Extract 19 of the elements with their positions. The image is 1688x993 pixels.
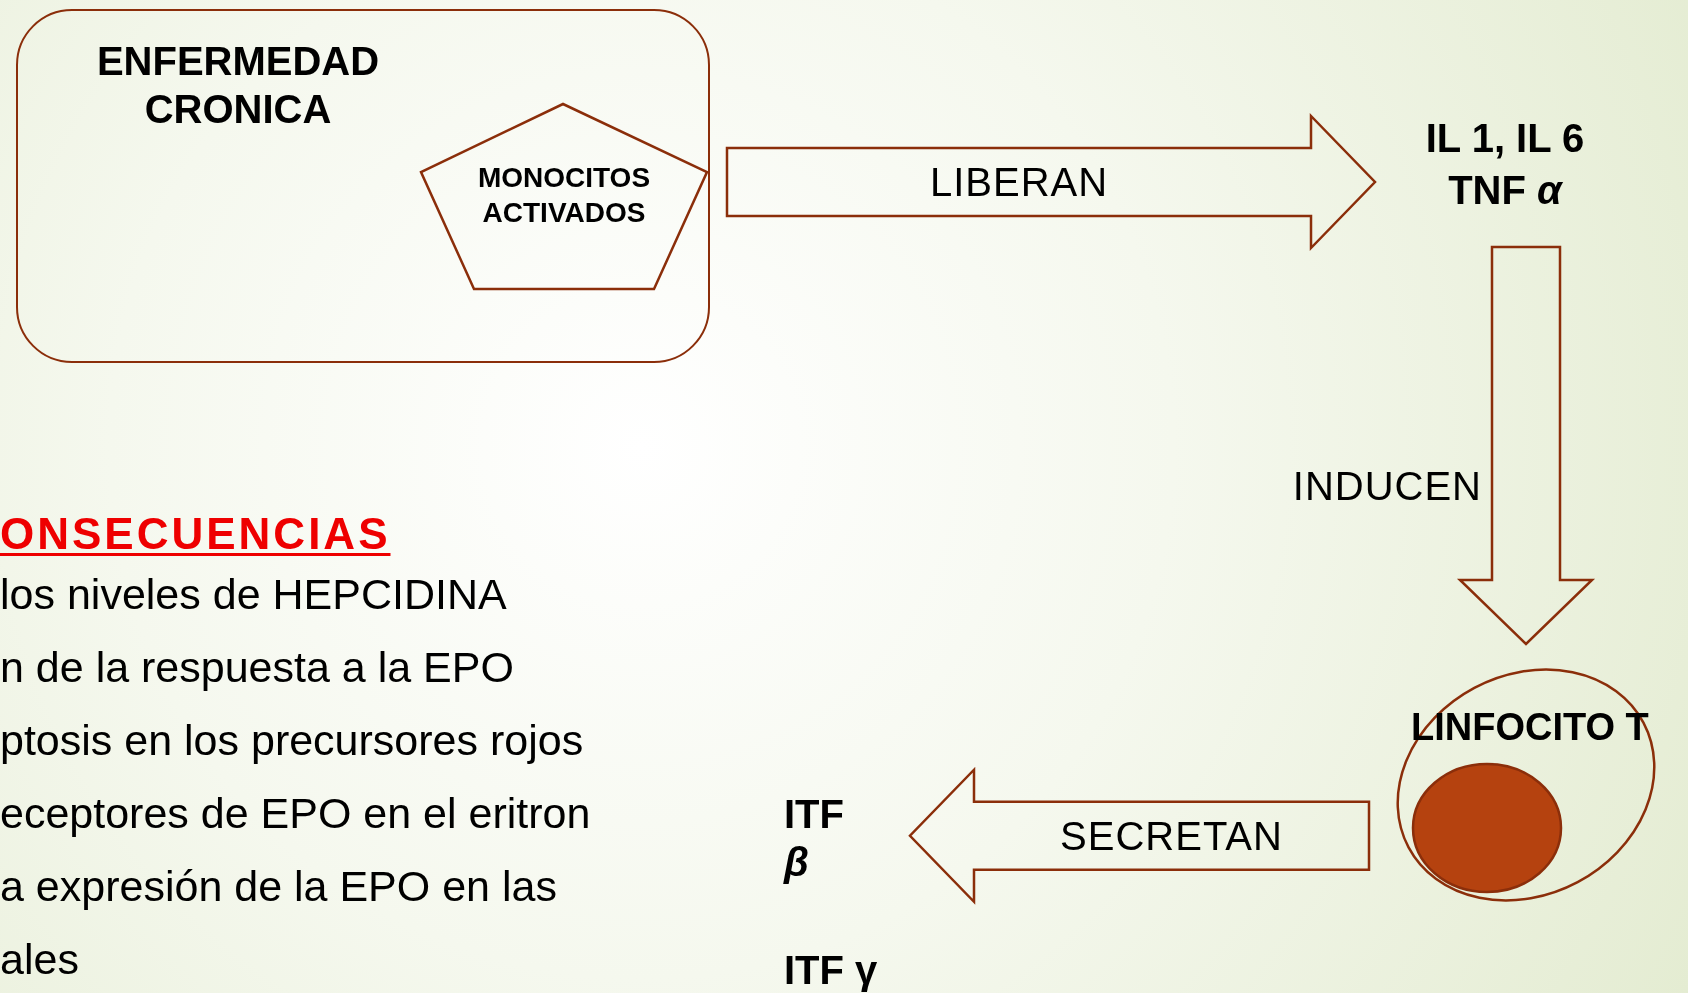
block-arrow bbox=[1456, 245, 1596, 646]
list-text: n de la respuesta a la EPO bbox=[0, 642, 515, 693]
edge-label: LIBERAN bbox=[929, 159, 1109, 205]
section-heading: ONSECUENCIAS bbox=[0, 508, 392, 560]
list-text: los niveles de HEPCIDINA bbox=[0, 569, 508, 620]
rounded-box bbox=[16, 9, 710, 363]
cytokine-label: IL 1, IL 6 TNF α bbox=[1425, 116, 1585, 212]
block-arrow bbox=[908, 766, 1371, 905]
cytokine-label: ITF β bbox=[784, 792, 844, 884]
edge-label: INDUCEN bbox=[1292, 462, 1482, 509]
edge-label: SECRETAN bbox=[1060, 812, 1283, 859]
node-title: ENFERMEDAD CRONICA bbox=[96, 39, 380, 131]
list-text: eceptores de EPO en el eritron bbox=[0, 788, 591, 839]
block-arrow bbox=[725, 112, 1377, 252]
cytokine-label: ITF γ bbox=[784, 948, 878, 992]
list-text: ptosis en los precursores rojos bbox=[0, 715, 585, 766]
node-label: MONOCITOS ACTIVADOS bbox=[477, 162, 651, 228]
list-text: a expresión de la EPO en las bbox=[0, 861, 558, 912]
list-text: ales bbox=[0, 934, 80, 985]
